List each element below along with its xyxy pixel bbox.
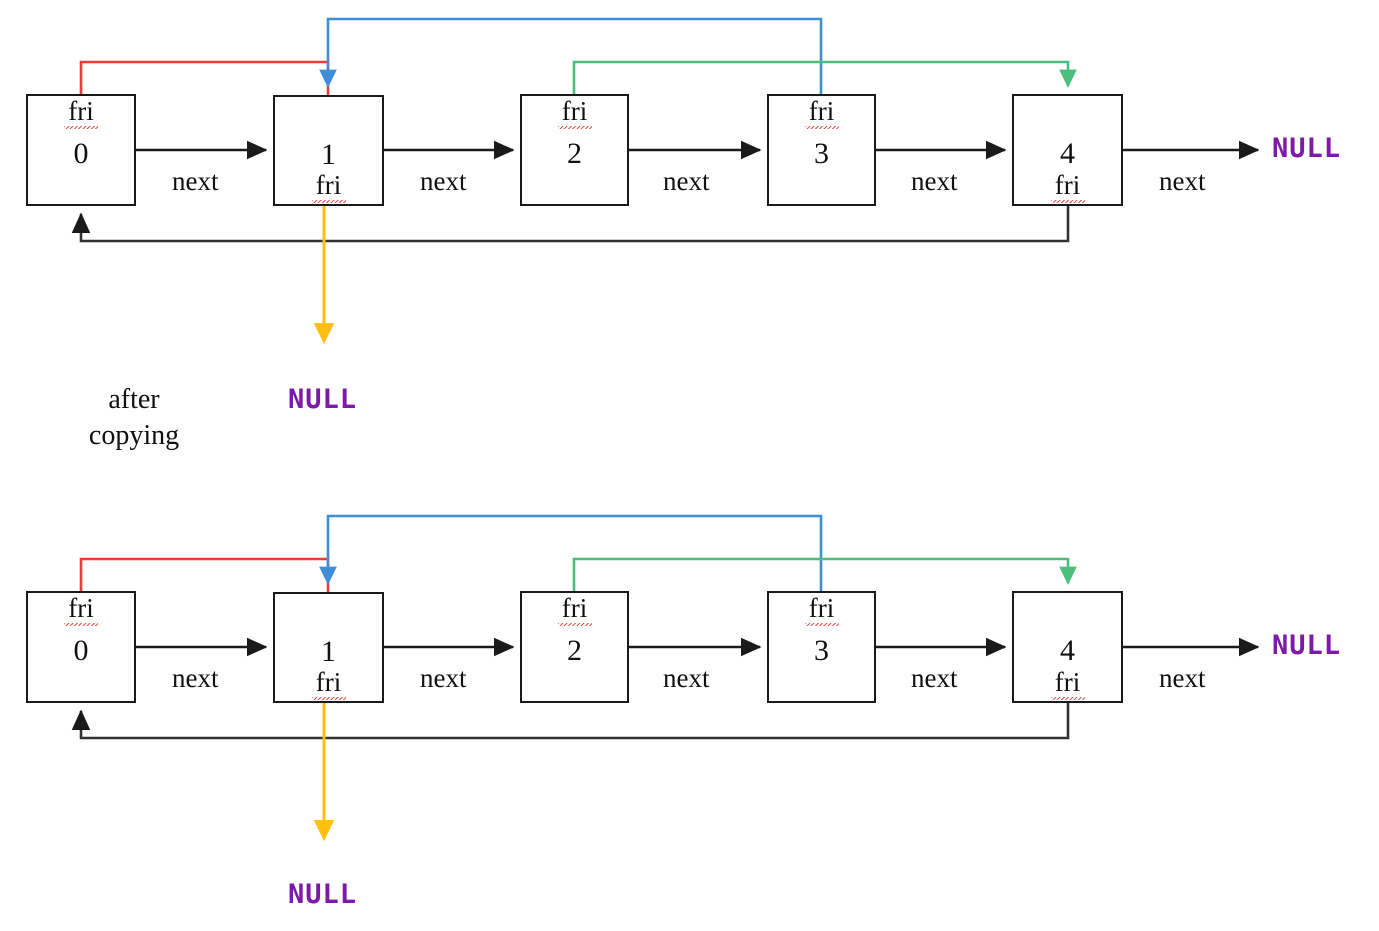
node-value: 2 bbox=[567, 634, 582, 667]
spellcheck-squiggle-icon bbox=[311, 200, 346, 203]
orange-null-label-top: NULL bbox=[288, 384, 358, 415]
spellcheck-squiggle-icon bbox=[557, 126, 592, 129]
next-label-top-3: next bbox=[911, 166, 958, 196]
node-value: 4 bbox=[1060, 137, 1075, 170]
node-box-bottom-4[interactable]: 4 fri bbox=[1012, 591, 1123, 703]
prev-link-red-0-1 bbox=[79, 557, 330, 593]
node-value: 4 bbox=[1060, 634, 1075, 667]
node-top-field-label: fri bbox=[769, 98, 874, 129]
back-link-4-0 bbox=[71, 703, 1070, 740]
orange-null-label-bottom: NULL bbox=[288, 879, 358, 910]
spellcheck-squiggle-icon bbox=[64, 126, 98, 129]
back-link-4-0 bbox=[71, 206, 1070, 243]
next-label-bottom-3: next bbox=[911, 663, 958, 693]
node-value: 3 bbox=[814, 137, 829, 170]
next-label-top-2: next bbox=[663, 166, 710, 196]
node-top-field-label: fri bbox=[522, 98, 627, 129]
spellcheck-squiggle-icon bbox=[1050, 697, 1085, 700]
prev-link-green-2-4 bbox=[572, 557, 1077, 591]
next-label-top-1: next bbox=[420, 166, 467, 196]
node-value: 1 bbox=[321, 138, 336, 171]
spellcheck-squiggle-icon bbox=[804, 623, 839, 626]
spellcheck-squiggle-icon bbox=[1050, 200, 1085, 203]
node-value: 2 bbox=[567, 137, 582, 170]
node-top-field-label: fri bbox=[769, 595, 874, 626]
node-box-top-2[interactable]: fri 2 bbox=[520, 94, 629, 206]
node-box-bottom-2[interactable]: fri 2 bbox=[520, 591, 629, 703]
node-top-field-label: fri bbox=[28, 98, 134, 129]
tail-null-label-bottom: NULL bbox=[1272, 630, 1342, 661]
node-box-top-4[interactable]: 4 fri bbox=[1012, 94, 1123, 206]
next-label-top-4: next bbox=[1159, 166, 1206, 196]
node-value: 1 bbox=[321, 635, 336, 668]
prev-link-blue-3-1 bbox=[319, 514, 823, 591]
node-value: 3 bbox=[814, 634, 829, 667]
node-bottom-field-label: fri bbox=[275, 669, 382, 700]
node-bottom-field-label: fri bbox=[275, 172, 382, 203]
spellcheck-squiggle-icon bbox=[311, 697, 346, 700]
node-box-top-3[interactable]: fri 3 bbox=[767, 94, 876, 206]
node-top-field-label: fri bbox=[522, 595, 627, 626]
node-bottom-field-label: fri bbox=[1014, 172, 1121, 203]
next-label-bottom-4: next bbox=[1159, 663, 1206, 693]
node-box-bottom-1[interactable]: 1 fri bbox=[273, 592, 384, 703]
tail-null-label-top: NULL bbox=[1272, 133, 1342, 164]
prev-link-blue-3-1 bbox=[319, 17, 823, 94]
prev-link-green-2-4 bbox=[572, 60, 1077, 94]
node-top-field-label: fri bbox=[28, 595, 134, 626]
prev-link-red-0-1 bbox=[79, 60, 330, 96]
node-box-bottom-0[interactable]: fri 0 bbox=[26, 591, 136, 703]
node-box-bottom-3[interactable]: fri 3 bbox=[767, 591, 876, 703]
next-label-bottom-0: next bbox=[172, 663, 219, 693]
next-label-bottom-2: next bbox=[663, 663, 710, 693]
node-box-top-1[interactable]: 1 fri bbox=[273, 95, 384, 206]
node-bottom-field-label: fri bbox=[1014, 669, 1121, 700]
spellcheck-squiggle-icon bbox=[557, 623, 592, 626]
node-value: 0 bbox=[73, 137, 89, 170]
stage-caption: after copying bbox=[88, 384, 180, 451]
spellcheck-squiggle-icon bbox=[64, 623, 98, 626]
next-label-top-0: next bbox=[172, 166, 219, 196]
spellcheck-squiggle-icon bbox=[804, 126, 839, 129]
next-label-bottom-1: next bbox=[420, 663, 467, 693]
node-box-top-0[interactable]: fri 0 bbox=[26, 94, 136, 206]
node-value: 0 bbox=[73, 634, 89, 667]
